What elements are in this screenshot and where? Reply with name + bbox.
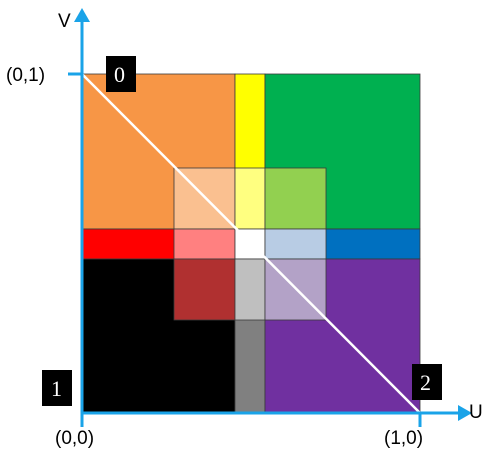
tick-label-bottom-right: (1,0) <box>384 428 423 449</box>
u-axis-arrowhead <box>458 405 472 421</box>
vertex-2-marker: 2 <box>412 364 442 400</box>
light-gray-cell <box>234 258 266 321</box>
diagonal-line <box>81 73 421 414</box>
light-green-cell <box>264 167 327 230</box>
vertex-0-box <box>106 56 136 92</box>
tick-label-origin: (0,0) <box>55 428 94 449</box>
u-axis-label: U <box>469 402 483 423</box>
light-yellow-cell <box>234 167 266 230</box>
v-axis-label: V <box>58 11 71 32</box>
vertex-0-label: 0 <box>114 62 125 87</box>
vertex-0-marker: 0 <box>106 56 136 92</box>
v-axis-arrowhead <box>74 8 90 22</box>
axes <box>68 8 472 427</box>
vertex-1-label: 1 <box>51 376 62 401</box>
vertex-2-label: 2 <box>420 370 431 395</box>
tick-label-top-left: (0,1) <box>6 65 45 86</box>
light-blue-cell <box>264 228 327 260</box>
vertex-1-marker: 1 <box>42 370 72 406</box>
vertex-2-box <box>412 364 442 400</box>
dark-red-cell <box>173 258 236 321</box>
pink-cell <box>173 228 236 260</box>
vertex-1-box <box>42 370 72 406</box>
